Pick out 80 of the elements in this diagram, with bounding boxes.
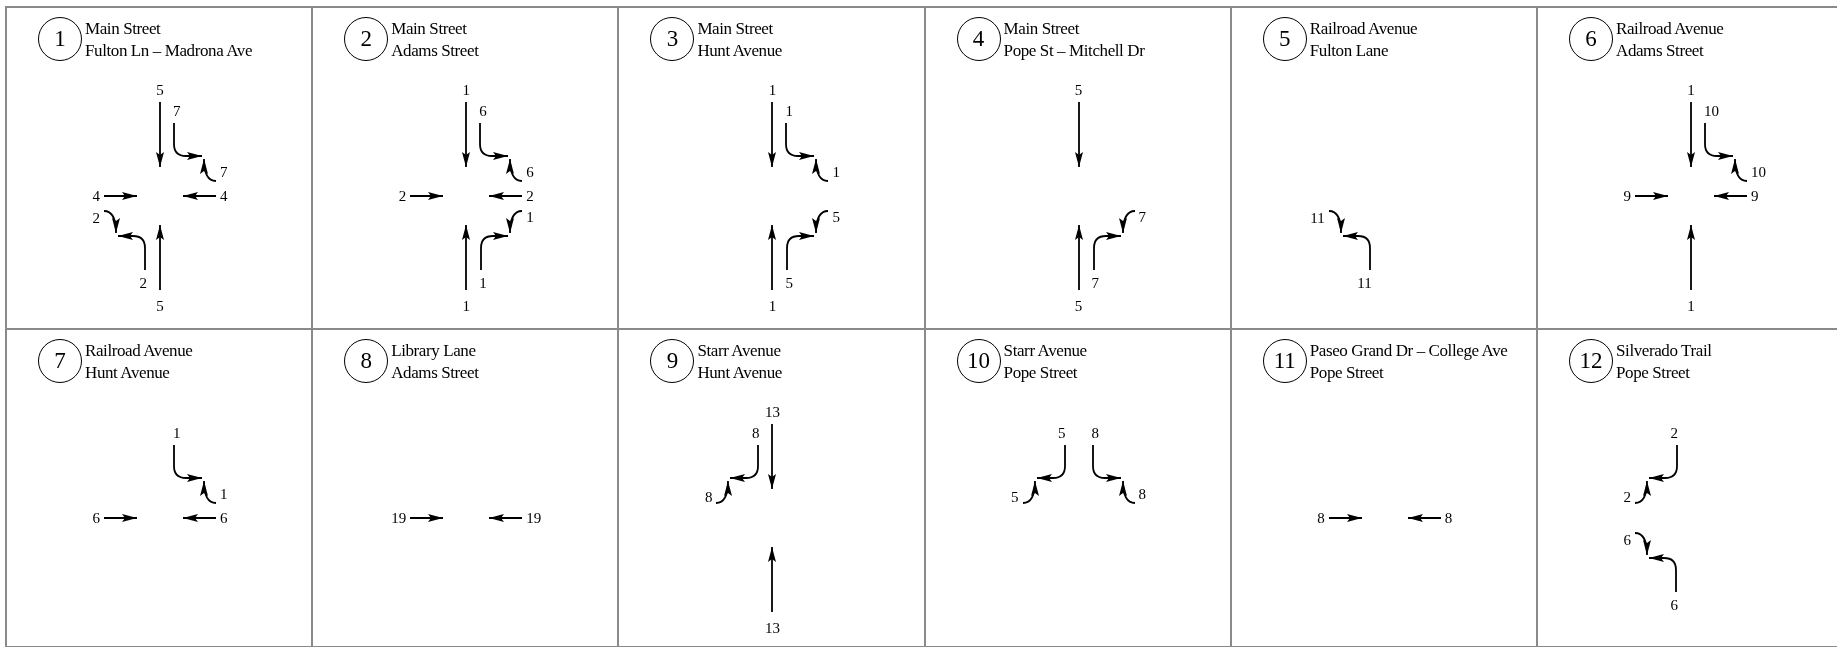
volume-label: 6 <box>92 510 100 526</box>
volume-label: 8 <box>1138 486 1147 502</box>
volume-label: 2 <box>139 275 147 291</box>
volume-label: 2 <box>92 210 100 226</box>
volume-label: 8 <box>704 489 713 505</box>
volume-label: 6 <box>479 103 487 119</box>
volume-label: 5 <box>1074 298 1083 314</box>
volume-label: 1 <box>220 486 228 502</box>
street-name: Hunt Avenue <box>85 362 171 384</box>
street-name: Main Street <box>85 18 162 40</box>
volume-label: 1 <box>462 82 470 98</box>
volume-label: 5 <box>156 298 164 314</box>
volume-label: 7 <box>220 164 228 180</box>
volume-label: 1 <box>832 164 840 180</box>
volume-label: 1 <box>462 298 470 314</box>
street-name: Main Street <box>391 18 468 40</box>
volume-label: 2 <box>1670 425 1678 441</box>
volume-label: 10 <box>1704 103 1719 119</box>
street-name: Silverado Trail <box>1616 340 1712 362</box>
volume-label: 1 <box>785 103 793 119</box>
street-name: Adams Street <box>391 362 479 384</box>
volume-label: 13 <box>764 404 780 420</box>
volume-label: 6 <box>526 164 534 180</box>
volume-label: 1 <box>479 275 487 291</box>
street-name: Library Lane <box>391 340 477 362</box>
volume-label: 4 <box>220 188 228 204</box>
volume-label: 7 <box>1138 209 1147 225</box>
street-name: Paseo Grand Dr – College Ave <box>1309 340 1508 362</box>
street-name: Railroad Avenue <box>85 340 193 362</box>
street-name: Main Street <box>1003 18 1081 40</box>
street-name: Pope Street <box>1616 362 1691 384</box>
volume-label: 19 <box>526 510 542 526</box>
volume-label: 8 <box>1444 510 1453 526</box>
street-name: Pope St – Mitchell Dr <box>1003 40 1145 62</box>
volume-label: 13 <box>764 620 780 636</box>
street-name: Railroad Avenue <box>1309 18 1418 40</box>
street-name: Main Street <box>697 18 774 40</box>
street-name: Railroad Avenue <box>1616 18 1724 40</box>
volume-label: 1 <box>173 425 181 441</box>
street-name: Starr Avenue <box>697 340 782 362</box>
volume-label: 1 <box>1687 82 1695 98</box>
street-name: Fulton Ln – Madrona Ave <box>85 40 253 62</box>
street-name: Starr Avenue <box>1003 340 1087 362</box>
street-name: Hunt Avenue <box>697 40 782 62</box>
street-name: Pope Street <box>1003 362 1079 384</box>
volume-label: 6 <box>220 510 228 526</box>
volume-label: 19 <box>391 510 407 526</box>
volume-label: 1 <box>768 82 777 98</box>
street-name: Hunt Avenue <box>697 362 782 384</box>
volume-label: 9 <box>1751 188 1759 204</box>
volume-label: 2 <box>398 188 407 204</box>
volume-label: 10 <box>1751 164 1766 180</box>
street-name: Fulton Lane <box>1309 40 1390 62</box>
intersection-panel <box>5 328 314 647</box>
volume-label: 5 <box>1074 82 1083 98</box>
volume-label: 1 <box>768 298 777 314</box>
volume-label: 7 <box>173 103 181 119</box>
volume-label: 11 <box>1357 275 1372 291</box>
volume-label: 8 <box>751 425 760 441</box>
volume-label: 8 <box>1317 510 1325 526</box>
volume-label: 8 <box>1091 425 1100 441</box>
volume-label: 2 <box>526 188 534 204</box>
volume-label: 5 <box>1011 489 1019 505</box>
intersection-panel <box>5 6 314 330</box>
volume-label: 5 <box>785 275 793 291</box>
street-name: Adams Street <box>391 40 479 62</box>
volume-label: 11 <box>1310 210 1325 226</box>
volume-label: 4 <box>92 188 100 204</box>
volume-label: 6 <box>1670 597 1678 613</box>
volume-label: 9 <box>1623 188 1631 204</box>
street-name: Pope Street <box>1309 362 1385 384</box>
volume-label: 5 <box>1058 425 1066 441</box>
volume-label: 1 <box>526 209 534 225</box>
volume-label: 5 <box>832 209 840 225</box>
volume-label: 7 <box>1091 275 1100 291</box>
volume-label: 1 <box>1687 298 1695 314</box>
volume-label: 2 <box>1623 489 1631 505</box>
volume-label: 5 <box>156 82 164 98</box>
street-name: Adams Street <box>1616 40 1705 62</box>
volume-label: 6 <box>1623 532 1631 548</box>
